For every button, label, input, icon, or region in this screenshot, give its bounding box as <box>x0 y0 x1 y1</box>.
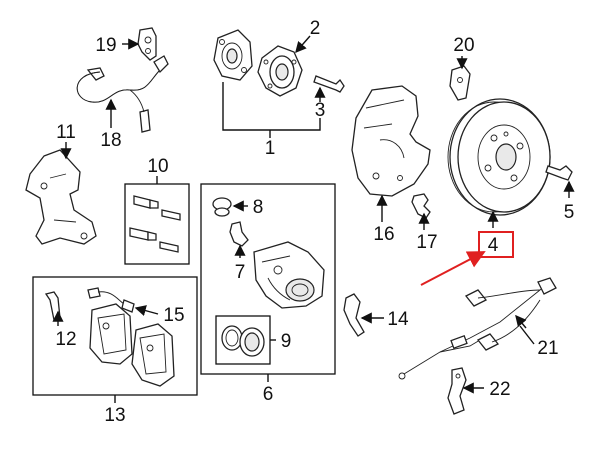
clip-part-14 <box>343 293 384 337</box>
highlight-annotation <box>420 231 514 286</box>
callout-10: 10 <box>147 156 168 177</box>
highlight-arrow <box>420 251 486 286</box>
callout-1: 1 <box>265 138 276 159</box>
caliper-assembly-part-6 <box>200 183 336 382</box>
wear-sensor-part-15 <box>87 287 159 316</box>
wheel-hub-part-2 <box>257 35 311 97</box>
caliper-body-part <box>253 241 325 309</box>
bleeder-cap-part-8 <box>212 197 248 217</box>
bolt-part-3 <box>313 75 345 102</box>
pad-bolt-part-12 <box>44 291 64 326</box>
callout-12: 12 <box>55 329 76 350</box>
splash-shield-part-16 <box>351 85 431 222</box>
callout-6: 6 <box>263 384 274 405</box>
callout-19: 19 <box>95 35 116 56</box>
callout-20: 20 <box>453 35 474 56</box>
bleeder-screw-part-7 <box>229 221 249 258</box>
brake-rotor-part-4 <box>447 98 551 228</box>
callout-labels: 1 2 3 4 5 6 7 8 9 10 11 12 13 14 15 16 1… <box>55 18 574 426</box>
abs-sensor-part-18 <box>76 55 169 133</box>
guide-pin-kit-part-10 <box>124 176 190 265</box>
hub-assembly-part-1 <box>213 29 253 81</box>
wear-harness-part-21 <box>398 277 557 380</box>
brake-pad-inner <box>89 303 133 365</box>
seal-kit-part-9 <box>215 315 276 365</box>
callout-2: 2 <box>310 18 321 39</box>
callout-16: 16 <box>373 224 394 245</box>
callout-11: 11 <box>56 122 76 143</box>
bracket-part-19 <box>122 27 157 61</box>
bracket-part-22 <box>447 367 484 415</box>
callout-21: 21 <box>537 338 558 359</box>
callout-22: 22 <box>489 379 510 400</box>
callout-bracket-1 <box>222 82 321 138</box>
bolt-part-17 <box>411 193 431 230</box>
callout-5: 5 <box>564 202 575 223</box>
brake-pad-kit-part-13 <box>32 276 198 403</box>
callout-15: 15 <box>163 305 184 326</box>
callout-14: 14 <box>387 309 409 330</box>
callout-4: 4 <box>488 235 499 256</box>
brake-pad-outer <box>131 323 175 387</box>
callout-9: 9 <box>281 331 292 352</box>
callout-8: 8 <box>253 197 264 218</box>
callout-18: 18 <box>100 130 121 151</box>
callout-17: 17 <box>416 232 437 253</box>
callout-3: 3 <box>315 100 326 121</box>
callout-7: 7 <box>235 262 246 283</box>
caliper-carrier-part-11 <box>25 142 97 245</box>
highlight-box <box>478 231 514 258</box>
rotor-screw-part-5 <box>545 165 575 198</box>
callout-13: 13 <box>104 405 125 426</box>
sensor-clip-part-20 <box>449 56 471 101</box>
